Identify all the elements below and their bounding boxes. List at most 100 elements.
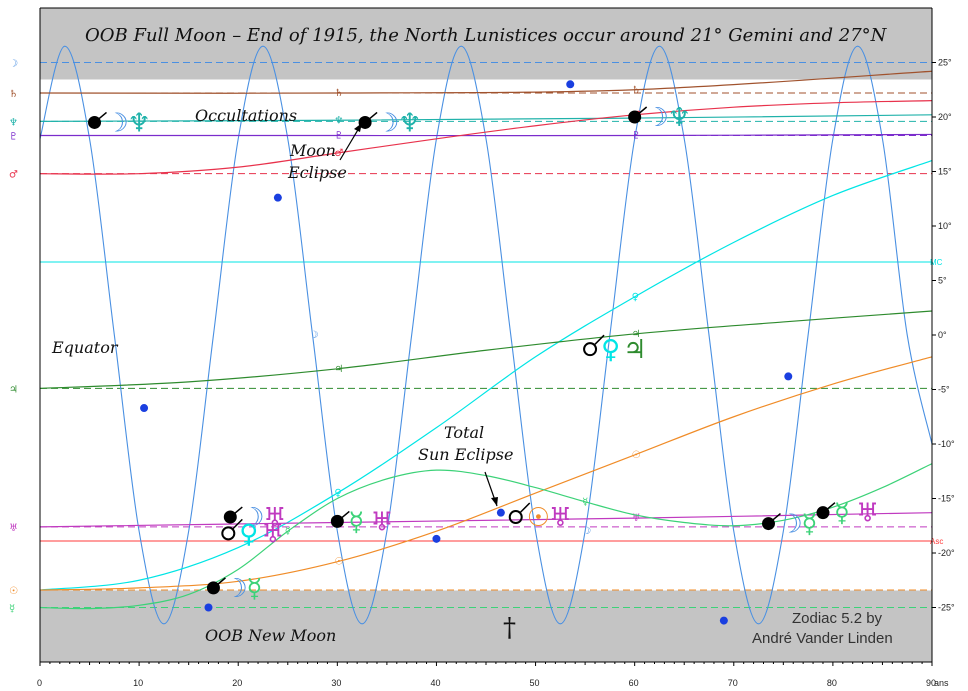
series-glyph-pluto-1: ♇ (632, 131, 641, 142)
open-marker-ring-1 (221, 526, 236, 541)
conjunction-dot-3 (223, 510, 237, 524)
conjunction-dot-5 (330, 514, 344, 528)
open-marker-tail-0 (593, 334, 605, 346)
series-line-venus (39, 160, 933, 591)
y-tick-label--20: -20° (938, 548, 955, 558)
y-tick-label-0: 0° (938, 330, 947, 340)
series-line-jupiter (39, 310, 933, 390)
series-glyph-neptune-0: ♆ (334, 115, 343, 126)
y-tick-label-25: 25° (938, 58, 952, 68)
conjunction-glyph-0-0: ☽ (106, 108, 129, 138)
conjunction-dot-2 (628, 110, 642, 124)
x-tick-label-60: 60 (629, 678, 639, 688)
conjunction-dot-7 (816, 506, 830, 520)
x-tick-label-50: 50 (530, 678, 540, 688)
series-line-saturn (39, 70, 933, 94)
moon-dot-0 (140, 404, 149, 413)
conjunction-glyph-3-1: ♅ (263, 503, 286, 533)
series-glyph-mercury-1: ☿ (582, 497, 588, 508)
conjunction-glyph-3-0: ☽ (241, 503, 264, 533)
series-line-neptune (39, 114, 933, 122)
left-glyph-mercury: ☿ (9, 604, 15, 615)
conjunction-glyph-6-0: ☽ (779, 510, 802, 540)
chart-title: OOB Full Moon – End of 1915, the North L… (85, 25, 888, 46)
conjunction-glyph-5-1: ♅ (370, 507, 393, 537)
conjunction-glyph-5-0: ☿ (348, 507, 364, 537)
series-line-sun (39, 356, 933, 591)
open-marker-glyph-1-0: ♀ (239, 519, 258, 549)
moon-dot-6 (784, 372, 793, 381)
credit-line-2: André Vander Linden (752, 630, 893, 647)
left-glyph-sun: ☉ (9, 586, 18, 597)
conjunction-dot-1 (358, 115, 372, 129)
x-tick-label-0: 0 (37, 678, 42, 688)
open-marker-glyph-0-0: ♀ (601, 335, 620, 365)
total-sun-eclipse-label-1: Total (444, 423, 484, 442)
x-tick-label-30: 30 (331, 678, 341, 688)
ref-label-asc: Asc (930, 537, 943, 546)
series-glyph-jupiter-0: ♃ (334, 364, 343, 375)
ref-label-mc: MC (930, 258, 943, 267)
left-glyph-neptune: ♆ (9, 117, 18, 128)
conjunction-dot-6 (761, 517, 775, 531)
conjunction-markers: ☽♆☽♆☽♆☽♅☽☿☿♅☽☿☿♅♀♃♀♅☉♅ (88, 103, 879, 604)
sun-eclipse-arrowhead (491, 497, 498, 506)
moon-dot-1 (273, 193, 282, 202)
oob-band-upper (40, 8, 932, 80)
conjunction-glyph-4-0: ☽ (224, 574, 247, 604)
left-glyph-pluto: ♇ (9, 132, 18, 143)
open-marker-ring-2 (508, 510, 523, 525)
x-tick-label-80: 80 (827, 678, 837, 688)
series-glyph-moon-0: ☽ (310, 330, 319, 341)
oob-band-lower (40, 590, 932, 662)
conjunction-glyph-7-1: ♅ (856, 499, 879, 529)
open-marker-glyph-2-0: ☉ (527, 503, 550, 533)
moon-dots (140, 80, 793, 625)
conjunction-dot-0 (88, 115, 102, 129)
conjunction-glyph-2-1: ♆ (668, 103, 691, 133)
total-sun-eclipse-label-2: Sun Eclipse (418, 445, 513, 464)
series-glyph-saturn-1: ♄ (632, 85, 641, 96)
moon-dot-3 (432, 534, 441, 543)
series-glyph-sun-1: ☉ (632, 450, 641, 461)
left-glyph-mars: ♂ (9, 170, 18, 181)
conjunction-glyph-0-1: ♆ (128, 108, 151, 138)
series-glyph-venus-0: ♀ (334, 488, 341, 499)
open-marker-tail-1 (231, 518, 243, 530)
y-tick-label-5: 5° (938, 276, 947, 286)
moon-dot-7 (719, 616, 728, 625)
y-tick-label--10: -10° (938, 439, 955, 449)
series-glyph-sun-0: ☉ (334, 557, 343, 568)
open-marker-glyph-1-1: ♅ (261, 519, 284, 549)
series-line-pluto (40, 133, 933, 137)
open-marker-glyph-0-1: ♃ (623, 335, 646, 365)
y-tick-label-10: 10° (938, 221, 952, 231)
x-unit-label: ans (934, 678, 949, 688)
asc-mc-lines: Asc MC (40, 258, 943, 546)
series-glyph-moon-1: ☽ (582, 526, 591, 537)
moon-dot-5 (566, 80, 575, 89)
conjunction-glyph-1-1: ♆ (398, 108, 421, 138)
y-tick-label-20: 20° (938, 112, 952, 122)
open-marker-tail-2 (519, 502, 531, 514)
y-tick-label-15: 15° (938, 167, 952, 177)
conjunction-glyph-1-0: ☽ (376, 108, 399, 138)
left-glyph-moon: ☽ (9, 59, 18, 70)
open-marker-ring-0 (583, 342, 598, 357)
series-glyph-jupiter-1: ♃ (632, 329, 641, 340)
moon-eclipse-label-1: Moon (289, 141, 336, 160)
conjunction-dot-4 (206, 581, 220, 595)
oob-bands (40, 8, 932, 662)
credit-line-1: Zodiac 5.2 by (792, 610, 883, 627)
series-glyph-mars-0: ♂ (334, 148, 343, 159)
conjunction-glyph-6-1: ☿ (801, 510, 817, 540)
left-glyph-uranus: ♅ (9, 523, 18, 534)
x-tick-label-70: 70 (728, 678, 738, 688)
occultations-label: Occultations (195, 106, 297, 125)
series-glyph-venus-1: ♀ (632, 292, 639, 303)
dagger-symbol: † (503, 613, 516, 643)
y-tick-label--15: -15° (938, 494, 955, 504)
equator-label: Equator (51, 338, 119, 357)
